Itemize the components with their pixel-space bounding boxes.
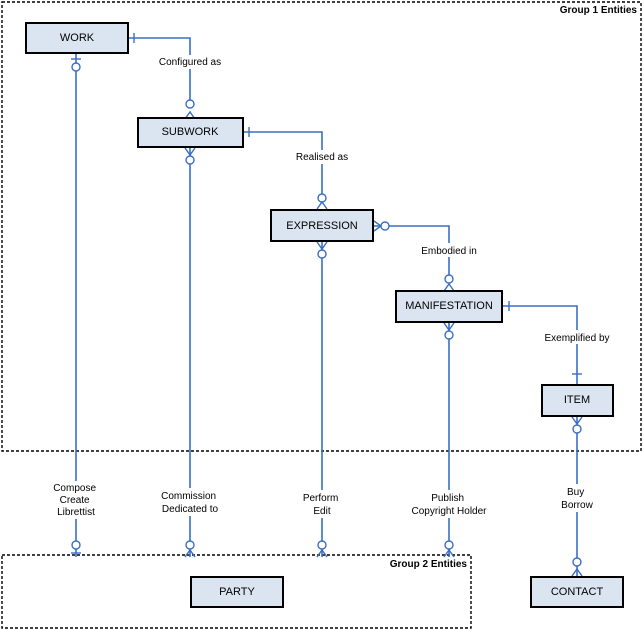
optional-circle — [444, 274, 454, 284]
label-compose: Compose — [53, 483, 96, 494]
label-embodied-in: Embodied in — [421, 246, 477, 257]
connector-subwork-expression — [243, 131, 323, 194]
entity-manifestation[interactable]: MANIFESTATION — [395, 290, 503, 323]
label-exemplified-by: Exemplified by — [544, 333, 609, 344]
entity-subwork-label: SUBWORK — [162, 126, 220, 138]
crowfoot-mark — [443, 548, 455, 558]
crowfoot-mark — [316, 548, 328, 558]
optional-circle — [572, 424, 582, 434]
entity-item-label: ITEM — [564, 394, 590, 406]
entity-contact-label: CONTACT — [551, 586, 604, 598]
entity-party[interactable]: PARTY — [190, 576, 284, 608]
label-librettist: Librettist — [57, 507, 95, 518]
entity-expression[interactable]: EXPRESSION — [270, 209, 374, 242]
optional-circle — [71, 62, 81, 72]
label-borrow: Borrow — [561, 500, 593, 511]
entity-subwork[interactable]: SUBWORK — [137, 117, 244, 148]
optional-circle — [380, 221, 390, 231]
connector-work-subwork — [128, 37, 191, 100]
optional-circle — [185, 99, 195, 109]
crowfoot-mark — [184, 110, 196, 120]
connector-expression-manifestation — [373, 225, 450, 277]
entity-manifestation-label: MANIFESTATION — [405, 300, 493, 312]
label-manifestation-party: Publish Copyright Holder — [411, 493, 487, 517]
label-work-party: Compose Create Librettist — [53, 483, 99, 518]
group-2-label: Group 2 Entities — [390, 559, 468, 570]
optional-circle — [317, 249, 327, 259]
label-copyright-holder: Copyright Holder — [411, 506, 487, 517]
crowfoot-mark — [184, 147, 196, 157]
connector-manifestation-item — [502, 305, 578, 385]
label-commission: Commission — [161, 491, 216, 502]
entity-party-label: PARTY — [219, 586, 255, 598]
optional-circle — [71, 540, 81, 550]
crowfoot-mark — [443, 282, 455, 292]
optional-circle — [185, 540, 195, 550]
entity-item[interactable]: ITEM — [541, 384, 614, 417]
crowfoot-mark — [184, 548, 196, 558]
optional-circle — [185, 155, 195, 165]
label-publish: Publish — [431, 493, 464, 504]
crowfoot-mark — [316, 241, 328, 251]
crowfoot-mark — [571, 567, 583, 577]
label-edit: Edit — [313, 506, 330, 517]
crowfoot-mark — [571, 416, 583, 426]
group-1-label: Group 1 Entities — [560, 5, 638, 16]
optional-circle — [572, 557, 582, 567]
entity-expression-label: EXPRESSION — [286, 220, 358, 232]
group-2-boundary — [1, 554, 472, 629]
crowfoot-mark — [316, 200, 328, 210]
label-dedicated-to: Dedicated to — [162, 504, 219, 515]
label-expression-party: Perform Edit — [303, 493, 341, 517]
label-item-contact: Buy Borrow — [561, 487, 593, 511]
optional-circle — [444, 330, 454, 340]
label-configured-as: Configured as — [159, 57, 221, 68]
optional-circle — [444, 540, 454, 550]
crowfoot-mark — [443, 322, 455, 332]
label-realised-as: Realised as — [296, 152, 348, 163]
label-perform: Perform — [303, 493, 339, 504]
entity-work[interactable]: WORK — [25, 22, 129, 54]
label-buy: Buy — [567, 487, 584, 498]
entity-contact[interactable]: CONTACT — [530, 576, 624, 608]
optional-circle — [317, 540, 327, 550]
label-create: Create — [60, 495, 90, 506]
entity-work-label: WORK — [60, 32, 95, 44]
label-subwork-party: Commission Dedicated to — [161, 491, 219, 515]
